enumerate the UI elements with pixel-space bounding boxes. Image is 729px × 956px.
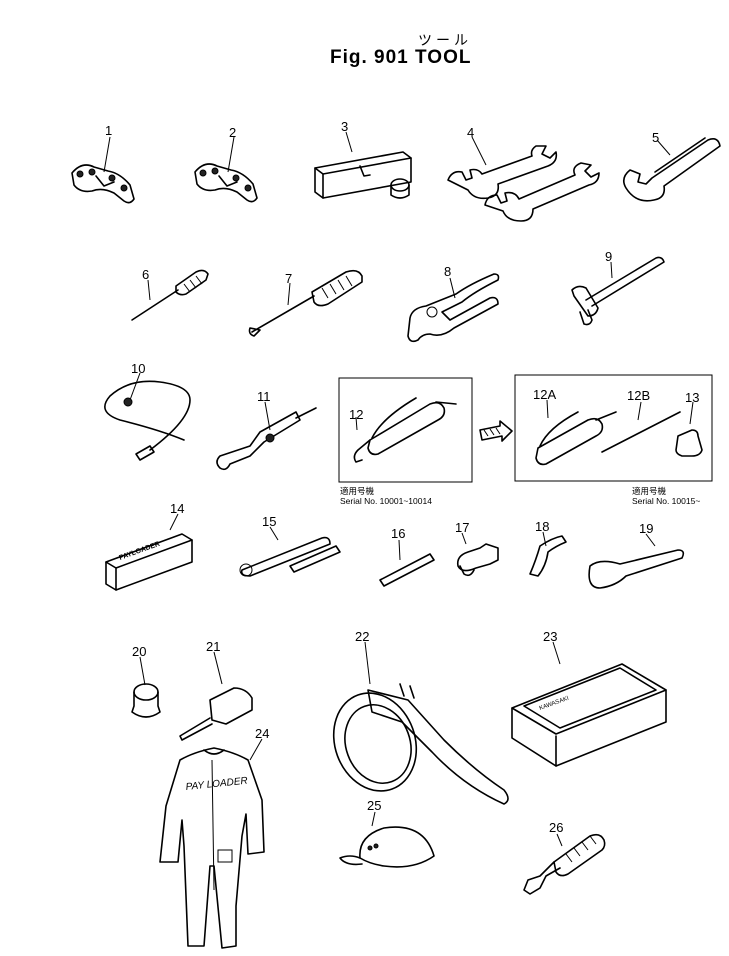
part-19-lever[interactable] (588, 533, 685, 589)
part-1-spanner-set[interactable] (71, 136, 135, 204)
serial-left-jp: 適用号機 (340, 486, 375, 496)
callout-6: 6 (142, 267, 149, 282)
callout-7: 7 (285, 271, 292, 286)
part-12a-12b-13-panel[interactable] (514, 374, 713, 482)
part-22-filter-wrench[interactable] (320, 641, 509, 805)
callout-24: 24 (255, 726, 269, 741)
hatched-arrow (479, 420, 513, 442)
callout-18: 18 (535, 519, 549, 534)
callout-17: 17 (455, 520, 469, 535)
part-7-screwdriver[interactable] (248, 269, 363, 337)
callout-12a: 12A (533, 387, 556, 402)
callout-9: 9 (605, 249, 612, 264)
part-2-spanner-set[interactable] (194, 136, 258, 203)
callout-14: 14 (170, 501, 184, 516)
callout-20: 20 (132, 644, 146, 659)
title-japanese: ツール (418, 32, 472, 48)
part-23-case[interactable]: KAWASAKI (511, 641, 667, 767)
callout-19: 19 (639, 521, 653, 536)
callout-4: 4 (467, 125, 474, 140)
part-21-tap-tool[interactable] (179, 651, 253, 741)
part-4-open-end-wrenches[interactable] (447, 136, 600, 222)
part-12-grease-gun-panel[interactable] (338, 377, 473, 483)
callout-5: 5 (652, 130, 659, 145)
callout-2: 2 (229, 125, 236, 140)
serial-right-text: Serial No. 10015~ (632, 496, 701, 506)
figure-title: Fig. 901 TOOL (330, 47, 472, 68)
callout-12b: 12B (627, 388, 650, 403)
part-20-nut[interactable] (131, 656, 161, 718)
callout-25: 25 (367, 798, 381, 813)
callout-22: 22 (355, 629, 369, 644)
callout-15: 15 (262, 514, 276, 529)
serial-note-right: 適用号機 Serial No. 10015~ (632, 486, 700, 506)
callout-12: 12 (349, 407, 363, 422)
callout-1: 1 (105, 123, 112, 138)
part-5-adjustable-wrench[interactable] (622, 137, 721, 202)
serial-note-left: 適用号機 Serial No. 10001~10014 (340, 486, 432, 506)
callout-8: 8 (444, 264, 451, 279)
part-3-tool-box[interactable] (314, 131, 412, 199)
part-18-hose[interactable] (529, 531, 567, 577)
serial-left-text: Serial No. 10001~10014 (340, 496, 432, 506)
callout-10: 10 (131, 361, 145, 376)
callout-11: 11 (257, 389, 271, 404)
part-24-coveralls[interactable]: PAY LOADER (159, 738, 265, 949)
coverall-text: PAY LOADER (185, 776, 248, 793)
part-14-tool-box[interactable]: PAYLOADER (105, 513, 193, 591)
part-25-cap[interactable] (339, 811, 435, 868)
part-9-hammer[interactable] (571, 256, 665, 326)
callout-13: 13 (685, 390, 699, 405)
part-26-torque-handle[interactable] (523, 833, 606, 895)
callout-23: 23 (543, 629, 557, 644)
part-8-pliers[interactable] (407, 273, 500, 343)
callout-26: 26 (549, 820, 563, 835)
part-17-adapter[interactable] (456, 532, 499, 577)
part-15-box-spanner[interactable] (239, 526, 341, 577)
part-16-bar[interactable] (379, 539, 435, 587)
callout-3: 3 (341, 119, 348, 134)
callout-21: 21 (206, 639, 220, 654)
callout-16: 16 (391, 526, 405, 541)
part-10-grease-hose[interactable] (104, 372, 191, 461)
part-6-screwdriver[interactable] (131, 269, 209, 321)
part-11-nozzle-tool[interactable] (216, 401, 317, 471)
serial-right-jp: 適用号機 (632, 486, 667, 496)
